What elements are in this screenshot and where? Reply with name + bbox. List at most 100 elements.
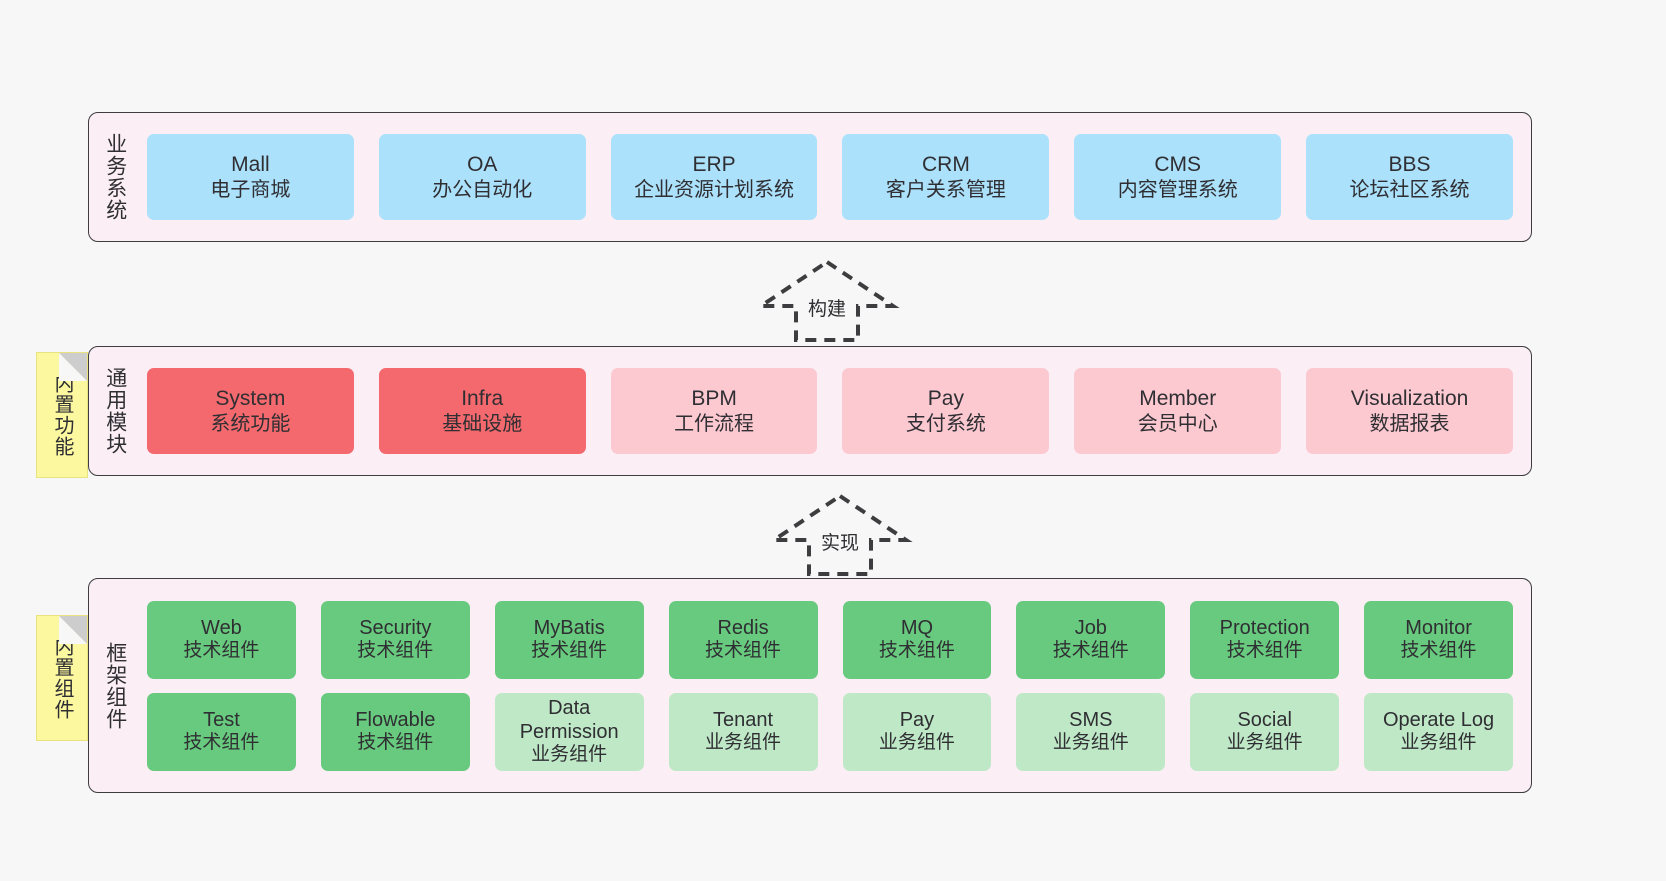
card-title-cn: 客户关系管理 bbox=[885, 178, 1006, 201]
arrow-implement: 实现 bbox=[767, 492, 913, 577]
card-title-en: Data Permission bbox=[519, 697, 619, 744]
note-built-in-functions-label: 内置功能 bbox=[51, 373, 73, 457]
card-title-en: CRM bbox=[921, 153, 970, 177]
card-title-en: System bbox=[215, 387, 286, 411]
card-title-cn: 业务组件 bbox=[1052, 732, 1129, 754]
card-title-en: Social bbox=[1237, 709, 1292, 732]
card-title-cn: 技术组件 bbox=[357, 640, 434, 662]
note-built-in-functions: 内置功能 bbox=[36, 352, 88, 478]
card-title-cn: 数据报表 bbox=[1369, 412, 1450, 435]
arrow-implement-shape bbox=[767, 493, 913, 576]
card-title-cn: 工作流程 bbox=[674, 412, 755, 435]
card-title-en: Web bbox=[201, 617, 242, 640]
layer-title-common-modules: 通用模块 bbox=[103, 367, 127, 455]
card-title-cn: 系统功能 bbox=[210, 412, 291, 435]
card-title-en: Monitor bbox=[1405, 617, 1472, 640]
card-title-en: MQ bbox=[900, 617, 934, 640]
card-title-cn: 业务组件 bbox=[1400, 732, 1477, 754]
card-title-en: BBS bbox=[1388, 153, 1431, 177]
card-title-cn: 业务组件 bbox=[878, 732, 955, 754]
card-title-en: BPM bbox=[691, 387, 737, 411]
card-title-en: CMS bbox=[1154, 153, 1202, 177]
card-title-cn: 技术组件 bbox=[183, 732, 260, 754]
card-title-cn: 技术组件 bbox=[183, 640, 260, 662]
card-title-cn: 技术组件 bbox=[1226, 640, 1303, 662]
card-title-cn: 技术组件 bbox=[531, 640, 608, 662]
arrow-implement-label: 实现 bbox=[820, 533, 859, 554]
card-title-cn: 技术组件 bbox=[1052, 640, 1129, 662]
layer-title-framework-components: 框架组件 bbox=[103, 641, 127, 730]
card-title-cn: 技术组件 bbox=[357, 732, 434, 754]
card-title-en: Infra bbox=[461, 387, 504, 411]
card-title-en: Operate Log bbox=[1382, 709, 1495, 732]
card-title-cn: 业务组件 bbox=[1226, 732, 1303, 754]
card-title-en: MyBatis bbox=[533, 617, 605, 640]
card-title-en: Visualization bbox=[1350, 387, 1469, 411]
card-title-cn: 技术组件 bbox=[878, 640, 955, 662]
card-title-en: Tenant bbox=[713, 709, 774, 732]
card-title-cn: 支付系统 bbox=[905, 412, 986, 435]
card-title-cn: 业务组件 bbox=[705, 732, 782, 754]
card-title-en: Protection bbox=[1219, 617, 1310, 640]
card-title-cn: 电子商城 bbox=[210, 178, 291, 201]
card-title-en: Member bbox=[1139, 387, 1217, 411]
card-title-en: ERP bbox=[692, 153, 736, 177]
card-title-cn: 技术组件 bbox=[705, 640, 782, 662]
note-built-in-components: 内置组件 bbox=[36, 615, 88, 741]
card-title-cn: 办公自动化 bbox=[432, 178, 533, 201]
card-title-en: Security bbox=[359, 617, 432, 640]
card-title-en: Mall bbox=[231, 153, 270, 177]
card-title-en: OA bbox=[467, 153, 498, 177]
card-title-en: Redis bbox=[717, 617, 769, 640]
card-title-cn: 业务组件 bbox=[531, 744, 608, 766]
card-title-cn: 会员中心 bbox=[1137, 412, 1218, 435]
card-title-cn: 企业资源计划系统 bbox=[634, 178, 795, 201]
card-title-en: Test bbox=[203, 709, 240, 732]
card-title-en: Job bbox=[1074, 617, 1107, 640]
card-title-en: Pay bbox=[927, 387, 964, 411]
card-title-cn: 基础设施 bbox=[442, 412, 523, 435]
note-built-in-components-label: 内置组件 bbox=[51, 636, 73, 720]
arrow-build-label: 构建 bbox=[807, 299, 846, 320]
layer-title-business-system: 业务系统 bbox=[103, 133, 127, 221]
card-title-en: SMS bbox=[1069, 709, 1113, 732]
card-title-cn: 技术组件 bbox=[1400, 640, 1477, 662]
